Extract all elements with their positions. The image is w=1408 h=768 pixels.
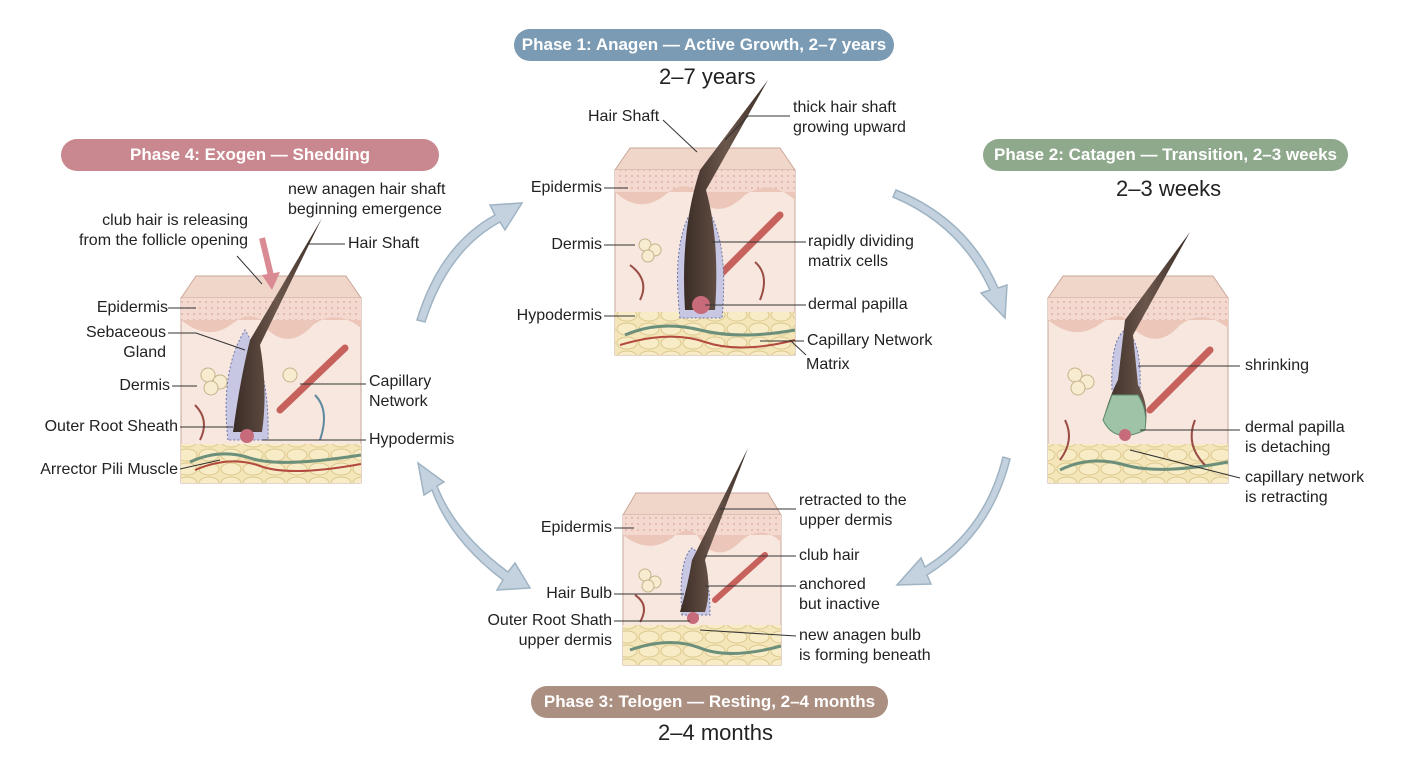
anagen-matrix-cells-label: rapidly dividing matrix cells [808, 233, 914, 270]
exogen-outer-root-label: Outer Root Sheath [44, 418, 178, 435]
anagen-duration: 2–7 years [659, 64, 756, 89]
phase-2-catagen-pill: Phase 2: Catagen — Transition, 2–3 weeks [983, 139, 1348, 171]
exogen-arrector-label: Arrector Pili Muscle [40, 461, 178, 478]
anagen-panel [614, 80, 796, 356]
arrow-catagen-to-telogen [895, 456, 1011, 586]
exogen-club-releasing-label: club hair is releasing from the follicle… [79, 212, 248, 249]
catagen-shrinking-label: shrinking [1245, 357, 1310, 374]
arrow-anagen-to-catagen [892, 189, 1008, 320]
anagen-epidermis-label: Epidermis [530, 179, 602, 196]
telogen-club-hair-label: club hair [799, 547, 860, 564]
anagen-matrix-label: Matrix [806, 356, 850, 373]
telogen-new-bulb-label: new anagen bulb is forming beneath [799, 627, 931, 664]
arrow-exogen-to-anagen [416, 202, 524, 323]
exogen-new-shaft-label: new anagen hair shaft beginning emergenc… [288, 181, 446, 218]
exogen-panel [180, 218, 362, 484]
telogen-duration: 2–4 months [658, 720, 773, 745]
exogen-sebaceous-label: Sebaceous Gland [85, 324, 166, 361]
phase-3-telogen-pill: Phase 3: Telogen — Resting, 2–4 months [531, 686, 888, 718]
anagen-hair-shaft-label: Hair Shaft [588, 108, 660, 125]
telogen-panel [622, 448, 782, 666]
anagen-capillary-network-label: Capillary Network [807, 332, 933, 349]
anagen-hypodermis-label: Hypodermis [516, 307, 602, 324]
leader-lines [168, 115, 1241, 637]
telogen-hair-bulb-label: Hair Bulb [546, 585, 612, 602]
phase-4-exogen-pill: Phase 4: Exogen — Shedding [61, 139, 439, 171]
catagen-duration: 2–3 weeks [1116, 176, 1222, 201]
exogen-dermis-label: Dermis [119, 377, 170, 394]
telogen-epidermis-label: Epidermis [540, 519, 612, 536]
exogen-capillary-label: Capillary Network [369, 373, 432, 410]
exogen-hypodermis-label: Hypodermis [369, 431, 455, 448]
telogen-outer-root-label: Outer Root Shath upper dermis [487, 612, 612, 649]
arrow-telogen-exogen [416, 461, 532, 591]
exogen-epidermis-label: Epidermis [96, 299, 168, 316]
cycle-arrows [416, 189, 1011, 591]
anagen-dermis-label: Dermis [551, 236, 602, 253]
anagen-dermal-papilla-label: dermal papilla [808, 296, 908, 313]
telogen-anchored-label: anchored but inactive [799, 576, 880, 613]
anagen-thick-shaft-label: thick hair shaft growing upward [793, 99, 906, 136]
catagen-panel [1047, 232, 1229, 484]
catagen-capillary-retracting-label: capillary network is retracting [1245, 469, 1365, 506]
telogen-retracted-label: retracted to the upper dermis [799, 492, 907, 529]
catagen-papilla-detaching-label: dermal papilla is detaching [1245, 419, 1345, 456]
exogen-hair-shaft-label: Hair Shaft [348, 235, 420, 252]
phase-1-anagen-pill: Phase 1: Anagen — Active Growth, 2–7 yea… [514, 29, 894, 61]
